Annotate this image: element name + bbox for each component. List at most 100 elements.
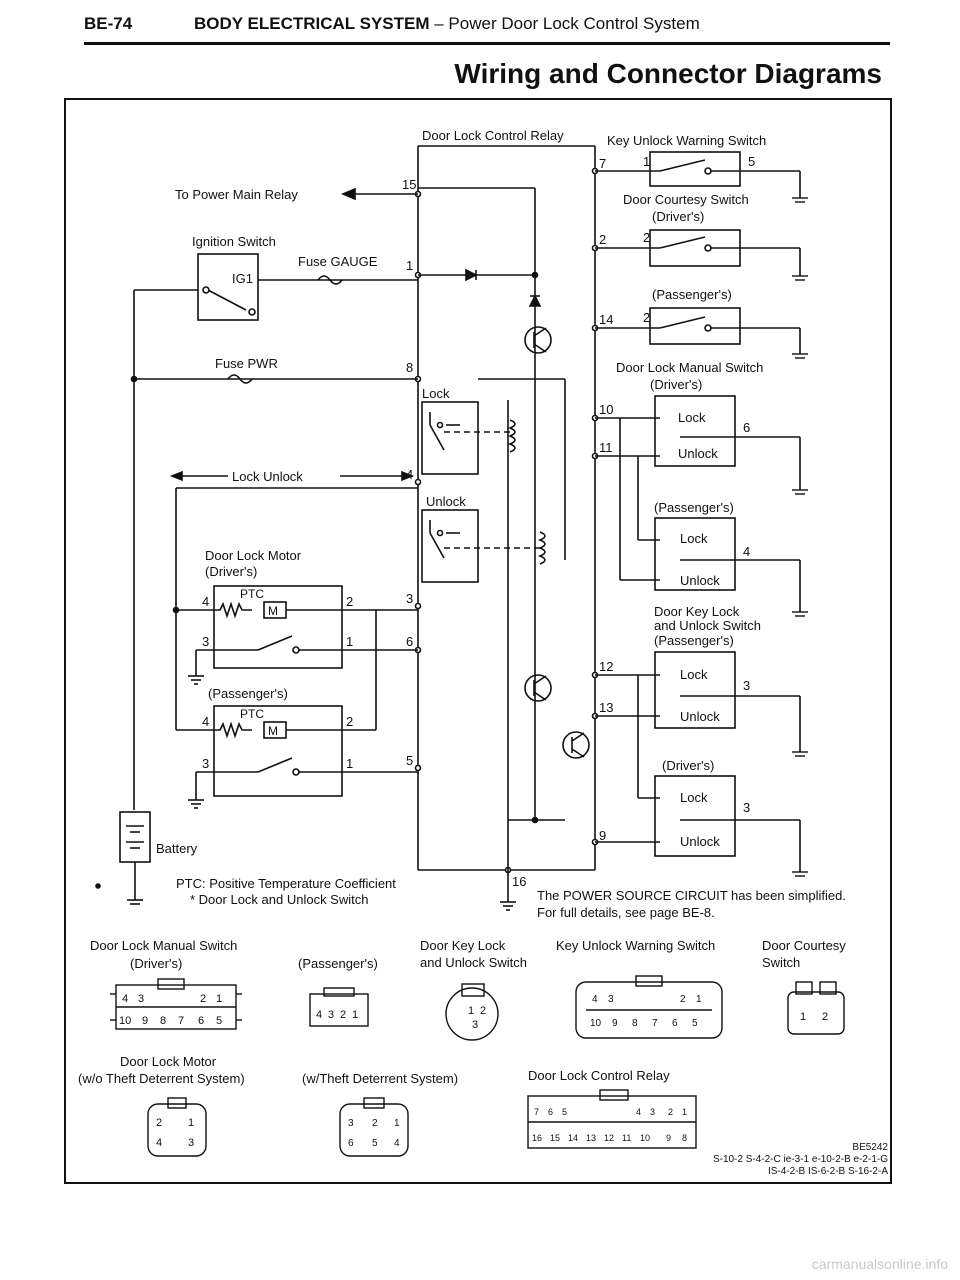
battery-label: Battery — [156, 841, 198, 856]
kw-pin5: 5 — [748, 154, 755, 169]
relay-internals: Lock Unlock — [418, 187, 590, 870]
key-lock-passenger: (Passenger's) — [654, 633, 734, 648]
conn-relay-label: Door Lock Control Relay — [528, 1068, 670, 1083]
ckw-t0: 4 — [592, 994, 598, 1005]
relay-box: Door Lock Control Relay — [417, 128, 596, 871]
power-note: The POWER SOURCE CIRCUIT has been simpli… — [537, 888, 846, 903]
door-lock-motor-passenger: (Passenger's) PTC M 4 2 3 1 — [176, 610, 418, 809]
ct-2: 1 — [394, 1118, 400, 1129]
conn-manual-label: Door Lock Manual Switch — [90, 938, 237, 953]
courtesy-label: Door Courtesy Switch — [623, 192, 749, 207]
conn-motor-line2: (w/o Theft Deterrent System) — [78, 1071, 245, 1086]
cr-t6: 1 — [682, 1107, 687, 1117]
key-d-lock: Lock — [680, 790, 708, 805]
pin-8: 8 — [406, 360, 413, 375]
to-main-relay-label: To Power Main Relay — [175, 187, 298, 202]
ckw-b3: 7 — [652, 1018, 658, 1029]
footer-code: BE5242 — [852, 1142, 888, 1153]
ckw-b5: 5 — [692, 1018, 698, 1029]
page-number: BE-74 — [84, 14, 133, 33]
ig1-label: IG1 — [232, 271, 253, 286]
relay-right-pins: 7 2 14 10 11 12 13 9 — [599, 156, 613, 843]
courtesy-passenger: (Passenger's) — [652, 287, 732, 302]
ck-1: 2 — [480, 1005, 486, 1017]
ct-3: 6 — [348, 1138, 354, 1149]
cr-t4: 3 — [650, 1107, 655, 1117]
ckw-t2: 2 — [680, 994, 686, 1005]
ck-0: 1 — [468, 1005, 474, 1017]
cm-t0: 4 — [122, 993, 128, 1005]
conn-key-pins: 1 2 3 — [468, 1005, 486, 1031]
cr-t5: 2 — [668, 1107, 673, 1117]
pin-16: 16 — [512, 874, 526, 889]
pin-6: 6 — [406, 634, 413, 649]
motor-m-2: M — [268, 724, 278, 738]
conn-motor-line1: Door Lock Motor — [120, 1054, 217, 1069]
cp-0: 4 — [316, 1009, 322, 1021]
conn-kw-body — [575, 975, 723, 1039]
motor-driver-line2: (Driver's) — [205, 564, 257, 579]
pin-1: 1 — [406, 258, 413, 273]
conn-courtesy-body — [787, 981, 845, 1035]
header-section: BODY ELECTRICAL SYSTEM — [194, 14, 430, 33]
motor-p-pin1: 1 — [346, 756, 353, 771]
cr-b8: 8 — [682, 1133, 687, 1143]
motor-p-pin3: 3 — [202, 756, 209, 771]
cc-1: 2 — [822, 1011, 828, 1023]
conn-motor-pins: 2 1 4 3 — [156, 1117, 194, 1149]
ckw-b2: 8 — [632, 1018, 638, 1029]
relay-unlock-label: Unlock — [426, 494, 466, 509]
ms-p-pin4: 4 — [743, 544, 750, 559]
motor-p-pin4: 4 — [202, 714, 209, 729]
page-header: BE-74 BODY ELECTRICAL SYSTEM – Power Doo… — [84, 8, 890, 45]
cm-b4: 6 — [198, 1015, 204, 1027]
door-lock-motor-driver: Door Lock Motor (Driver's) PTC M 4 2 3 1 — [172, 548, 418, 685]
conn-courtesy-line1: Door Courtesy — [762, 938, 846, 953]
ms-d-pin6: 6 — [743, 420, 750, 435]
relay-title: Door Lock Control Relay — [422, 128, 564, 143]
cp-3: 1 — [352, 1009, 358, 1021]
cp-1: 3 — [328, 1009, 334, 1021]
conn-theft-pins: 3 2 1 6 5 4 — [348, 1118, 400, 1149]
key-p-unlock: Unlock — [680, 709, 720, 724]
conn-motor-body — [147, 1097, 207, 1157]
kw-pin1: 1 — [643, 154, 650, 169]
notes: PTC: Positive Temperature Coefficient * … — [176, 876, 846, 920]
motor-d-pin4: 4 — [202, 594, 209, 609]
conn-manual-pass-body — [309, 987, 369, 1027]
cr-t2: 5 — [562, 1107, 567, 1117]
rpin-9: 9 — [599, 828, 606, 843]
rpin-2: 2 — [599, 232, 606, 247]
manual-driver: (Driver's) — [650, 377, 702, 392]
cc-0: 1 — [800, 1011, 806, 1023]
star-note: * Door Lock and Unlock Switch — [190, 892, 368, 907]
lock-unlock-row: Lock Unlock — [169, 469, 418, 730]
footer-refs2: IS-4-2-B IS-6-2-B S-16-2-A — [768, 1166, 888, 1177]
cr-b1: 15 — [550, 1133, 560, 1143]
key-lock-line2: and Unlock Switch — [654, 618, 761, 633]
conn-kw-pins: 4 3 2 1 10 9 8 7 6 5 — [590, 994, 702, 1029]
conn-theft-body — [339, 1097, 409, 1157]
ptc-note: PTC: Positive Temperature Coefficient — [176, 876, 396, 891]
cmo-0: 2 — [156, 1117, 162, 1129]
ct-5: 4 — [394, 1138, 400, 1149]
ckw-b0: 10 — [590, 1018, 602, 1029]
motor-driver-label: Door Lock Motor (Driver's) — [205, 548, 305, 579]
conn-manual-driver: (Driver's) — [130, 956, 182, 971]
cr-b2: 14 — [568, 1133, 578, 1143]
cr-t3: 4 — [636, 1107, 641, 1117]
fuse-gauge-label: Fuse GAUGE — [298, 254, 378, 269]
ckw-t1: 3 — [608, 994, 614, 1005]
power-inputs: To Power Main Relay Ignition Switch IG1 … — [130, 187, 418, 810]
conn-courtesy-label: Door Courtesy Switch — [762, 938, 849, 970]
cr-b3: 13 — [586, 1133, 596, 1143]
conn-key-label: Door Key Lock and Unlock Switch — [420, 938, 527, 970]
motor-d-pin3: 3 — [202, 634, 209, 649]
ptc-label-1: PTC — [240, 587, 264, 601]
key-warning-label: Key Unlock Warning Switch — [607, 133, 766, 148]
header-subsection: Power Door Lock Control System — [448, 14, 700, 33]
pin-5: 5 — [406, 753, 413, 768]
cm-b3: 7 — [178, 1015, 184, 1027]
cmo-3: 3 — [188, 1137, 194, 1149]
